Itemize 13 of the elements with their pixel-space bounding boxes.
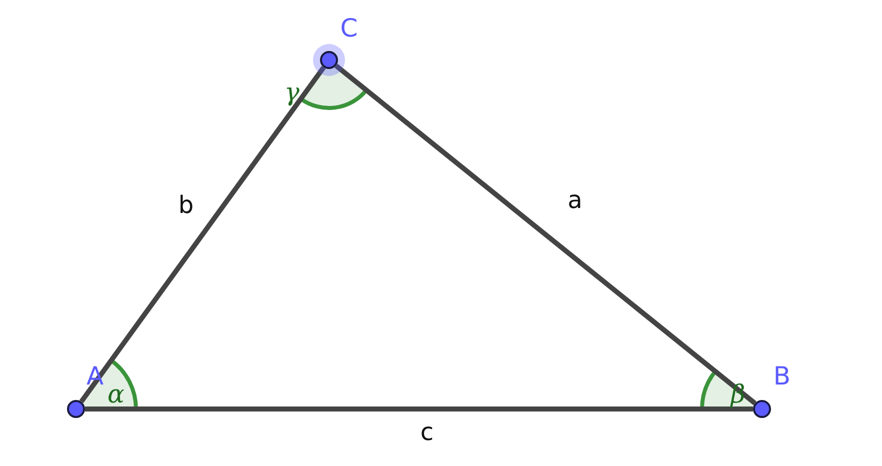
triangle-side bbox=[85, 406, 753, 412]
side-label: b bbox=[178, 193, 194, 217]
point-marker bbox=[753, 400, 771, 418]
point-label: C bbox=[340, 16, 358, 40]
angle-label: α bbox=[108, 382, 124, 406]
side-label: a bbox=[568, 188, 582, 212]
triangle-side bbox=[79, 66, 326, 404]
side-label: c bbox=[420, 420, 434, 444]
point-label: B bbox=[773, 364, 791, 388]
point-marker bbox=[320, 51, 338, 69]
point-marker bbox=[67, 400, 85, 418]
triangle-side bbox=[334, 64, 757, 406]
angle-label: γ bbox=[284, 80, 300, 104]
